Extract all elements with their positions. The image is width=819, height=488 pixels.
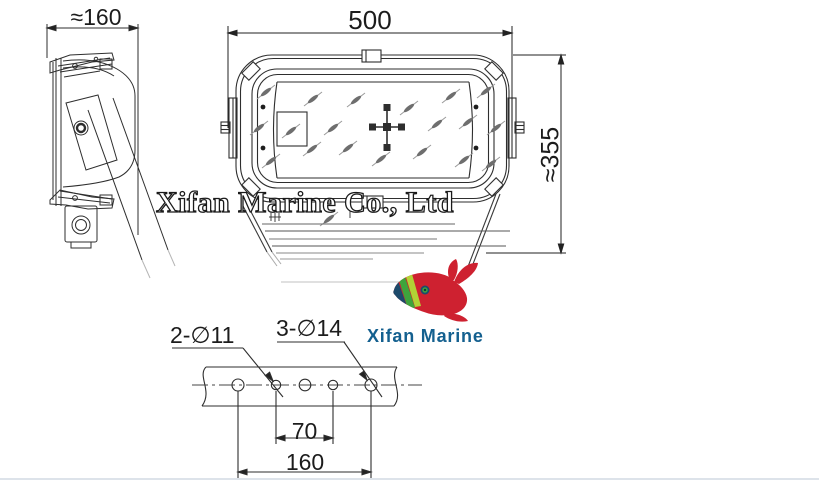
yoke-bracket <box>242 193 510 283</box>
side-view-width-dim: ≈160 <box>70 4 122 30</box>
side-view <box>46 24 176 279</box>
holes-outer-spacing-dim: 160 <box>285 449 325 475</box>
logo-text: Xifan Marine <box>367 326 484 346</box>
small-holes-label: 2-∅11 <box>170 322 235 348</box>
front-view-height-dim: ≈355 <box>536 126 565 183</box>
front-view-dimensions <box>227 26 566 254</box>
whale-logo-icon <box>393 259 478 322</box>
company-watermark: Xifan Marine Co., Ltd <box>155 185 454 219</box>
front-view-width-dim: 500 <box>348 5 392 35</box>
large-holes-label: 3-∅14 <box>276 315 343 341</box>
holes-inner-spacing-dim: 70 <box>291 418 318 444</box>
mounting-hole-layout <box>172 341 422 478</box>
bottom-divider <box>0 478 819 480</box>
